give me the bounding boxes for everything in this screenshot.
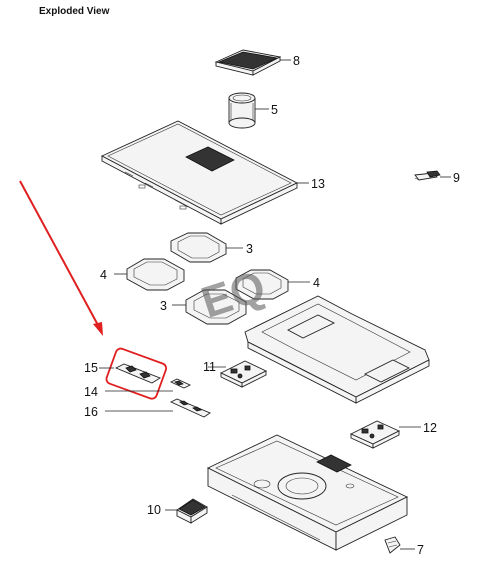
callout-13: 13 [311,177,325,191]
part-3-coil-top [170,232,227,263]
part-9-clip [414,170,441,181]
callout-8: 8 [293,54,300,68]
callout-3a: 3 [246,242,253,256]
part-4-coil-left [126,258,185,291]
callout-3b: 3 [160,299,167,313]
part-7-bracket [384,536,401,554]
callout-10: 10 [147,503,161,517]
part-12-power-board [349,420,401,449]
callout-4b: 4 [313,276,320,290]
callout-14: 14 [84,385,98,399]
part-16-display-board [169,398,211,418]
part-3-coil-bottom [185,289,247,325]
part-support-frame [244,295,430,404]
part-4-coil-right [235,269,289,300]
part-11-power-board [219,360,268,388]
callout-12: 12 [423,421,437,435]
callout-15: 15 [84,361,98,375]
part-13-glass-top [100,120,299,225]
part-5-cylinder-filter [228,92,256,129]
part-8-grease-filter [214,49,282,76]
part-10-cooling-fan [176,498,208,524]
callout-16: 16 [84,405,98,419]
callout-4a: 4 [100,268,107,282]
callout-11: 11 [203,360,216,374]
part-15-control-board [114,363,161,384]
red-pointer-arrow [19,180,103,336]
callout-7: 7 [417,543,424,557]
callout-9: 9 [453,171,460,185]
part-14-small-board [169,378,192,389]
part-bottom-housing [206,434,409,551]
diagram-title: Exploded View [39,6,110,17]
callout-5: 5 [271,103,278,117]
